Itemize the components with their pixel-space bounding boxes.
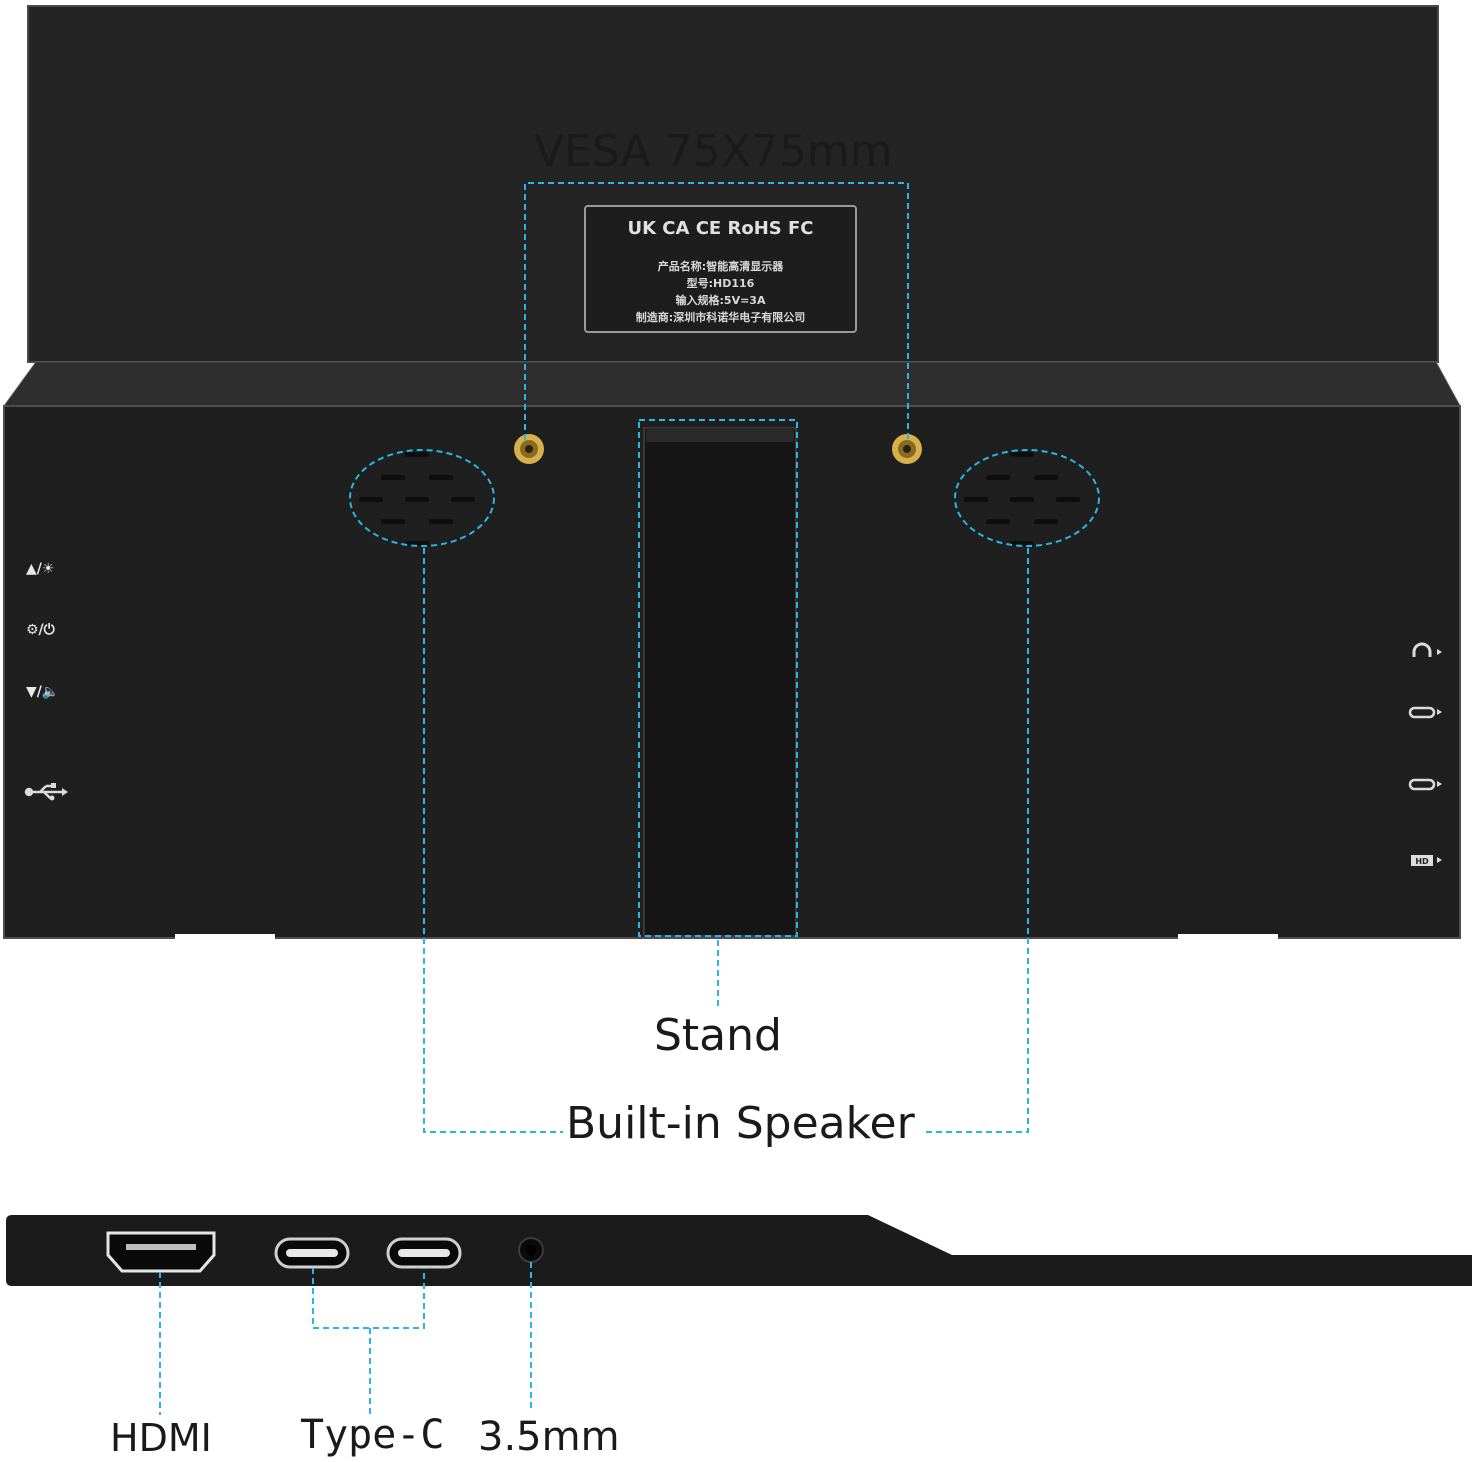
usb-c-icon [1408,706,1442,719]
vesa-screw-right [892,434,922,464]
hdmi-label: HDMI [110,1416,212,1460]
speaker-label: Built-in Speaker [566,1098,915,1149]
vesa-screw-left [514,434,544,464]
certification-label-text: UK CA CE RoHS FC 产品名称:智能高清显示器 型号:HD116 输… [585,212,856,332]
svg-text:HD: HD [1415,857,1429,866]
type-c-port-1 [274,1237,350,1269]
usb-icon [24,783,68,801]
certification-label [584,205,857,333]
callout-lines [159,182,1100,1415]
cert-marks: UK CA CE RoHS FC [627,218,814,239]
hdmi-port [106,1231,216,1273]
side-profile [6,1215,1472,1286]
type-c-label: Type-C [300,1412,445,1458]
cert-line-3: 输入规格:5V=3A [675,294,766,307]
speaker-grille-right [964,452,1080,546]
speaker-grille-left [359,452,475,546]
type-c-port-2 [386,1237,462,1269]
menu-power-button-label: ⚙/⏻ [26,622,55,638]
hdmi-icon: HD [1411,855,1442,866]
housing-bevel [3,361,1461,407]
usb-c-icon [1408,778,1442,791]
cert-line-4: 制造商:深圳市科诺华电子有限公司 [635,311,806,324]
audio-jack-label: 3.5mm [478,1414,620,1460]
vesa-label: VESA 75X75mm [534,126,893,177]
brightness-up-button-label: ▲/☀ [26,561,55,577]
cert-line-1: 产品名称:智能高清显示器 [657,260,784,273]
cert-line-2: 型号:HD116 [686,277,755,290]
audio-jack [518,1237,544,1263]
volume-down-button-label: ▼/🔈 [26,684,60,700]
stand-label: Stand [654,1010,782,1061]
stand [643,427,797,937]
headphone-icon [1412,642,1442,657]
